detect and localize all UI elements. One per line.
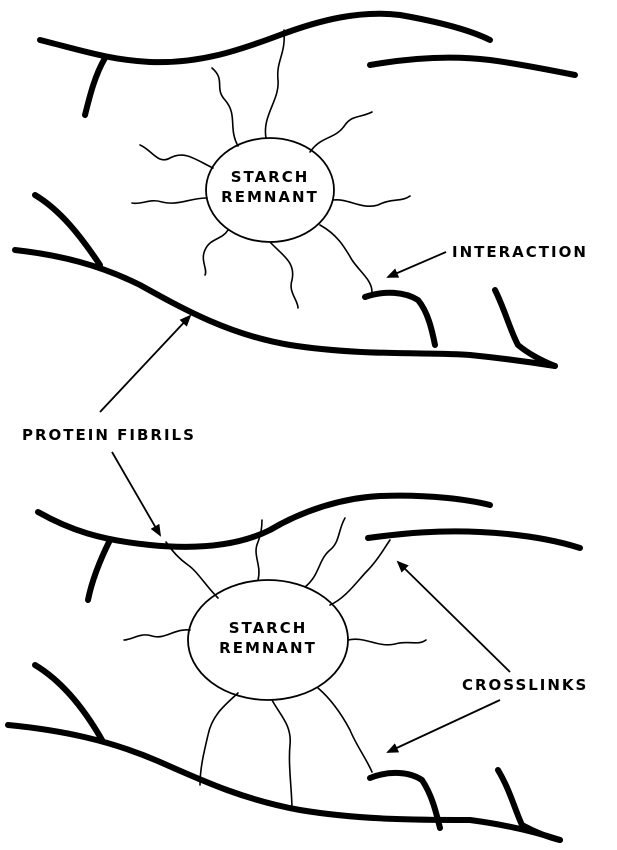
protein-fibril: [365, 293, 435, 345]
starch-strand: [140, 145, 213, 168]
protein-fibrils-arrow-down: [112, 452, 160, 535]
crosslink-strand: [166, 542, 218, 598]
starch-strand: [124, 630, 190, 640]
starch-strand: [348, 639, 426, 645]
protein-fibrils-label: PROTEIN FIBRILS: [22, 426, 196, 444]
protein-fibril: [495, 290, 555, 366]
crosslinks-label: CROSSLINKS: [462, 676, 588, 694]
crosslinks-arrow-up: [398, 562, 510, 672]
crosslink-strand: [305, 518, 345, 587]
protein-fibril: [15, 250, 470, 355]
starch-remnant-label-line2: REMNANT: [221, 188, 319, 206]
starch-strand: [132, 198, 207, 203]
crosslink-strand: [200, 693, 238, 785]
starch-strand: [265, 30, 284, 138]
starch-strand: [212, 68, 238, 146]
starch-strand: [333, 196, 410, 206]
starch-strand: [203, 230, 228, 275]
bottom-panel: STARCH REMNANT CROSSLINKS: [8, 496, 588, 840]
interaction-arrow: [388, 252, 446, 277]
crosslinks-arrow-down: [388, 700, 500, 752]
top-panel: STARCH REMNANT INTERACTION: [15, 14, 588, 366]
starch-remnant-label-line1: STARCH: [231, 168, 310, 186]
crosslink-strand: [318, 688, 372, 772]
protein-fibril: [38, 496, 490, 547]
protein-fibril: [368, 531, 580, 548]
starch-strand: [270, 242, 298, 308]
crosslink-strand: [272, 700, 292, 810]
starch-strand: [310, 112, 372, 152]
protein-fibrils-arrow-up: [100, 316, 190, 412]
protein-fibril: [470, 820, 560, 840]
protein-fibril-branch: [88, 540, 110, 600]
crosslink-strand: [256, 520, 262, 580]
crosslink-strand: [330, 540, 390, 605]
protein-fibril-branch: [85, 58, 105, 115]
starch-strand: [320, 225, 372, 292]
starch-remnant-label-line1: STARCH: [229, 619, 308, 637]
starch-remnant-label-line2: REMNANT: [219, 639, 317, 657]
protein-fibril: [40, 14, 490, 62]
protein-fibrils-callout: PROTEIN FIBRILS: [22, 316, 196, 535]
interaction-label: INTERACTION: [452, 243, 588, 261]
protein-fibril: [370, 58, 575, 75]
